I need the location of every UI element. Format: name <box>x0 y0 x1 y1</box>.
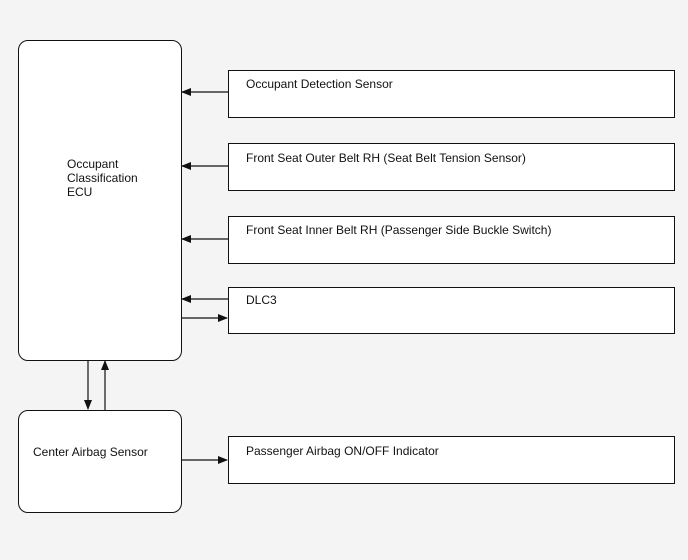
ecu-box: Occupant Classification ECU <box>18 40 182 361</box>
occupant-detection-label: Occupant Detection Sensor <box>246 77 393 91</box>
airbag-sensor-box: Center Airbag Sensor <box>18 410 182 513</box>
indicator-box: Passenger Airbag ON/OFF Indicator <box>228 436 675 484</box>
dlc3-box: DLC3 <box>228 287 675 334</box>
dlc3-label: DLC3 <box>246 293 277 307</box>
occupant-detection-box: Occupant Detection Sensor <box>228 70 675 118</box>
airbag-sensor-label: Center Airbag Sensor <box>33 445 148 459</box>
indicator-label: Passenger Airbag ON/OFF Indicator <box>246 444 439 458</box>
outer-belt-label: Front Seat Outer Belt RH (Seat Belt Tens… <box>246 151 526 165</box>
ecu-label: Occupant Classification ECU <box>67 157 138 199</box>
inner-belt-box: Front Seat Inner Belt RH (Passenger Side… <box>228 216 675 264</box>
outer-belt-box: Front Seat Outer Belt RH (Seat Belt Tens… <box>228 143 675 191</box>
inner-belt-label: Front Seat Inner Belt RH (Passenger Side… <box>246 223 552 237</box>
